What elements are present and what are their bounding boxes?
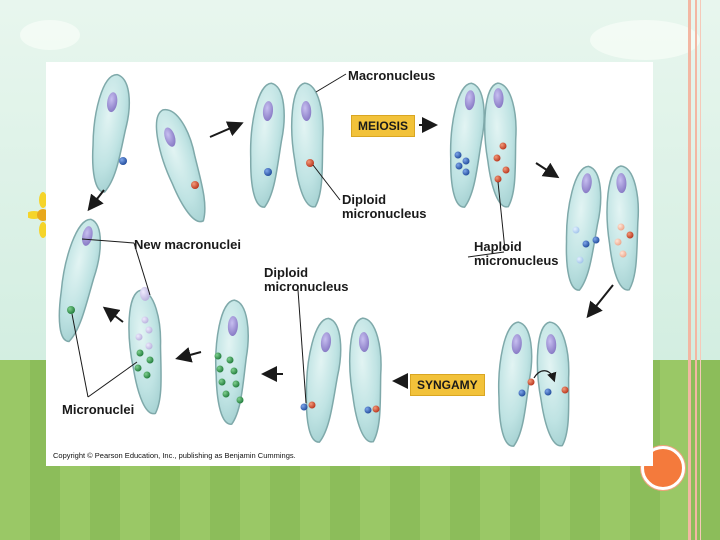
slide-border	[700, 0, 701, 540]
paramecium-cell	[245, 82, 287, 208]
conjugation-diagram: Macronucleus MEIOSIS Diploid micronucleu…	[46, 62, 653, 466]
diagram-canvas	[46, 62, 653, 466]
paramecium-cell	[300, 317, 344, 444]
paramecium-cell	[148, 105, 215, 227]
label-diploid-micronucleus-mid-1: Diploid	[264, 266, 308, 280]
label-diploid-micronucleus-top-1: Diploid	[342, 193, 386, 207]
label-syngamy: SYNGAMY	[410, 374, 485, 396]
paramecium-cell	[289, 82, 327, 208]
label-macronucleus: Macronucleus	[348, 69, 435, 83]
label-new-macronuclei: New macronuclei	[134, 238, 241, 252]
paramecium-cell	[347, 317, 385, 443]
cloud-decoration	[20, 20, 80, 50]
paramecium-cell	[445, 82, 487, 208]
label-micronuclei: Micronuclei	[62, 403, 134, 417]
micronucleus-green	[67, 306, 75, 314]
micronucleus-blue	[119, 157, 127, 165]
slide-border	[695, 0, 697, 540]
label-meiosis: MEIOSIS	[351, 115, 415, 137]
label-diploid-micronucleus-mid-2: micronucleus	[264, 280, 349, 294]
label-haploid-micronucleus-1: Haploid	[474, 240, 522, 254]
micronucleus-red	[306, 159, 314, 167]
micronucleus-blue	[264, 168, 272, 176]
paramecium-cell	[50, 216, 107, 344]
paramecium-cell	[560, 165, 604, 292]
paramecium-cell	[85, 72, 134, 193]
slide-border	[688, 0, 691, 540]
label-diploid-micronucleus-top-2: micronucleus	[342, 207, 427, 221]
paramecium-cell	[125, 286, 167, 415]
copyright-text: Copyright © Pearson Education, Inc., pub…	[53, 451, 296, 460]
micronucleus-red	[191, 181, 199, 189]
label-haploid-micronucleus-2: micronucleus	[474, 254, 559, 268]
cloud-decoration	[590, 20, 700, 60]
paramecium-cell	[534, 321, 574, 447]
